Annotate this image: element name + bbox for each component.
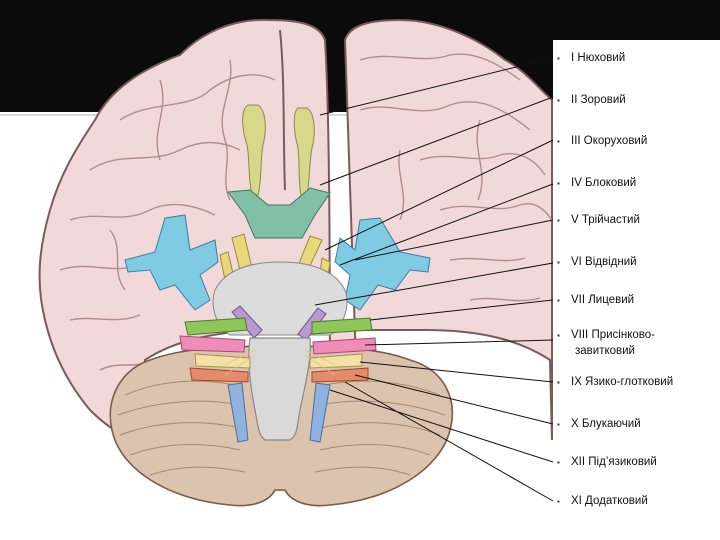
label-nerve-xii: XII Під’язиковий <box>571 456 657 468</box>
medulla <box>248 337 311 441</box>
hypoglossal-left <box>227 382 249 443</box>
bullet-icon: ▪ <box>557 497 560 506</box>
facial-left <box>184 317 248 336</box>
vagus-left <box>189 367 249 383</box>
label-nerve-iv: IV Блоковий <box>571 177 637 189</box>
label-nerve-ix: IX Язико-глотковий <box>571 376 674 388</box>
hypoglossal-right <box>309 382 331 443</box>
label-nerve-ii: II Зоровий <box>571 94 626 106</box>
label-panel <box>553 40 720 540</box>
bullet-icon: ▪ <box>557 296 560 305</box>
olfactory-bulb-left <box>242 104 266 196</box>
label-nerve-iii: III Окоруховий <box>571 135 648 147</box>
bullet-icon: ▪ <box>557 96 560 105</box>
label-nerve-viii: VIII Присінково- <box>571 329 655 341</box>
vestibulocochlear-left <box>179 335 246 353</box>
label-nerve-viii-cont: завитковий <box>575 345 635 357</box>
facial-right <box>311 317 373 335</box>
label-nerve-vii: VII Лицевий <box>571 294 635 306</box>
vestibulocochlear-right <box>312 337 377 355</box>
nerve-rootlets <box>224 349 336 376</box>
blue-nerves-left <box>124 214 219 311</box>
bullet-icon: ▪ <box>557 378 560 387</box>
bullet-icon: ▪ <box>557 137 560 146</box>
bullet-icon: ▪ <box>557 458 560 467</box>
bullet-icon: ▪ <box>557 258 560 267</box>
bullet-icon: ▪ <box>557 54 560 63</box>
label-nerve-vi: VI Відвідний <box>571 256 637 268</box>
bullet-icon: ▪ <box>557 179 560 188</box>
bullet-icon: ▪ <box>557 420 560 429</box>
label-nerve-i: I Нюховий <box>571 52 626 64</box>
label-nerve-v: V Трійчастий <box>571 214 640 226</box>
bullet-icon: ▪ <box>557 216 560 225</box>
label-nerve-xi: XI Додатковий <box>571 495 648 507</box>
label-nerve-x: X Блукаючий <box>571 418 641 430</box>
longitudinal-fissure <box>279 29 286 191</box>
bullet-icon: ▪ <box>557 331 560 340</box>
glossopharyngeal-left <box>194 353 251 369</box>
